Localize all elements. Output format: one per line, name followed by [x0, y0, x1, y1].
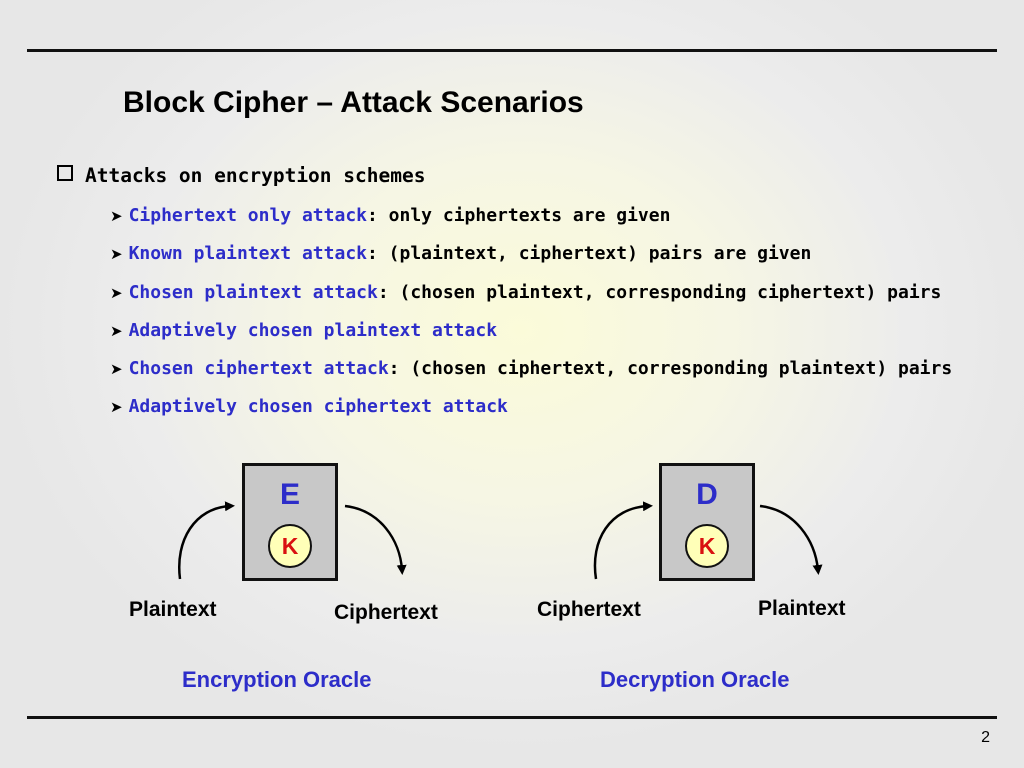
sub-bullet-chosen-plaintext: ➤ Chosen plaintext attack: (chosen plaint… [110, 282, 941, 303]
arrow-bullet-icon: ➤ [110, 322, 123, 340]
page-number: 2 [981, 729, 990, 746]
encryption-box-label: E [279, 478, 300, 511]
arrow-bullet-icon: ➤ [110, 360, 123, 378]
sub-bullet-known-plaintext: ➤ Known plaintext attack: (plaintext, cip… [110, 243, 811, 264]
sub-bullet-ciphertext-only: ➤ Ciphertext only attack: only ciphertext… [110, 205, 670, 226]
encryption-oracle-caption: Encryption Oracle [182, 667, 372, 692]
dec-input-arrow [593, 501, 653, 580]
attack-term: Adaptively chosen plaintext attack [128, 320, 498, 341]
attack-description: : (chosen ciphertext, corresponding plai… [388, 358, 953, 379]
attack-term: Chosen plaintext attack [128, 282, 378, 303]
sub-bullet-adaptive-chosen-plaintext: ➤ Adaptively chosen plaintext attack [110, 320, 497, 341]
arrow-bullet-icon: ➤ [110, 207, 123, 225]
enc-output-arrow [344, 504, 407, 575]
attack-description: : only ciphertexts are given [367, 205, 671, 226]
arrow-bullet-icon: ➤ [110, 284, 123, 302]
decryption-output-label: Plaintext [758, 597, 846, 620]
sub-bullet-adaptive-chosen-ciphertext: ➤ Adaptively chosen ciphertext attack [110, 396, 508, 417]
attack-term: Chosen ciphertext attack [128, 358, 389, 379]
main-bullet: Attacks on encryption schemes [57, 164, 425, 187]
enc-input-arrow [177, 501, 235, 580]
decryption-box-label: D [696, 478, 718, 511]
slide-title: Block Cipher – Attack Scenarios [123, 86, 584, 119]
attack-description: : (plaintext, ciphertext) pairs are give… [367, 243, 812, 264]
encryption-key-circle: K [268, 524, 312, 568]
decryption-key-circle: K [685, 524, 729, 568]
top-divider [27, 49, 997, 52]
attack-term: Adaptively chosen ciphertext attack [128, 396, 508, 417]
encryption-output-label: Ciphertext [334, 601, 438, 624]
attack-description: : (chosen plaintext, corresponding ciphe… [377, 282, 942, 303]
encryption-box: E K [242, 463, 338, 581]
encryption-input-label: Plaintext [129, 598, 217, 621]
arrow-bullet-icon: ➤ [110, 398, 123, 416]
attack-term: Ciphertext only attack [128, 205, 367, 226]
dec-output-arrow [759, 504, 823, 575]
decryption-box: D K [659, 463, 755, 581]
decryption-oracle-caption: Decryption Oracle [600, 667, 790, 692]
main-bullet-text: Attacks on encryption schemes [85, 164, 426, 187]
decryption-input-label: Ciphertext [537, 598, 641, 621]
bottom-divider [27, 716, 997, 719]
attack-term: Known plaintext attack [128, 243, 367, 264]
arrow-bullet-icon: ➤ [110, 245, 123, 263]
sub-bullet-chosen-ciphertext: ➤ Chosen ciphertext attack: (chosen ciphe… [110, 358, 952, 379]
checkbox-bullet-icon [57, 165, 73, 181]
